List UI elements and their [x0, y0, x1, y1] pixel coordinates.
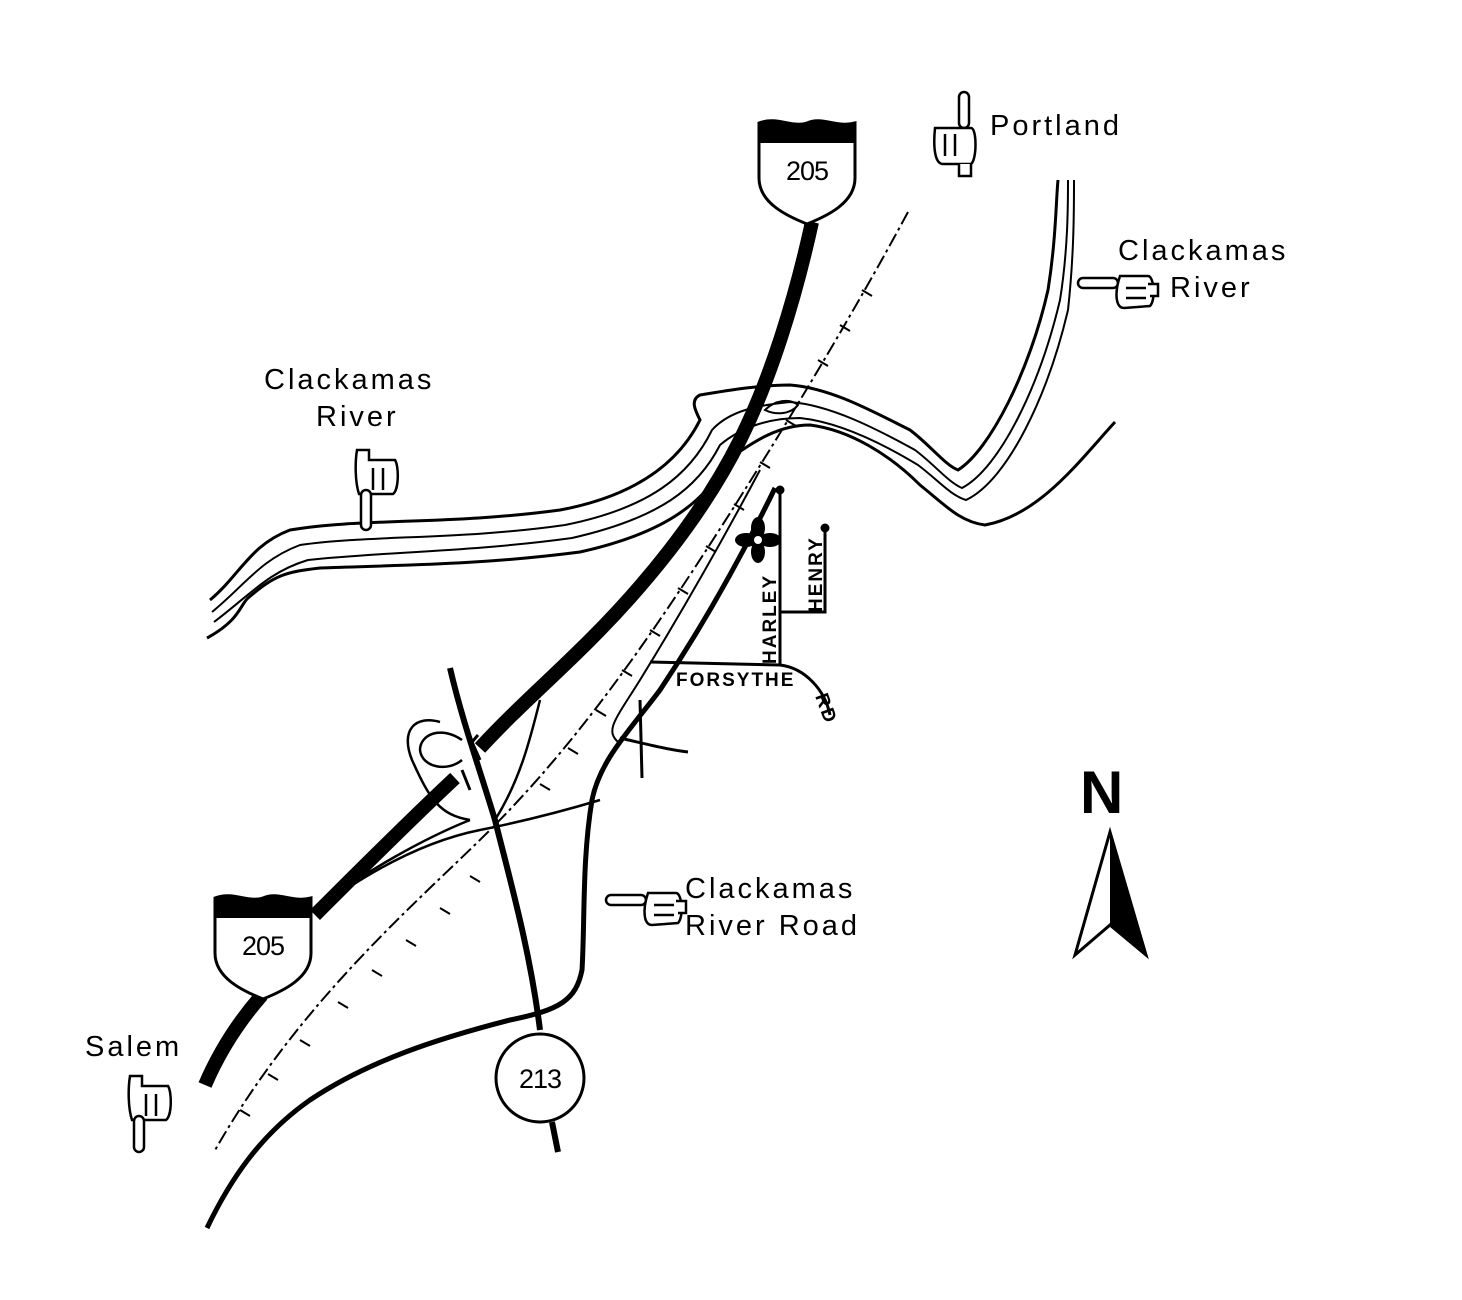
ramp-merge [329, 798, 601, 902]
ramp-east [493, 699, 542, 821]
side-road-1 [638, 699, 644, 779]
clackamas-river-road [204, 486, 778, 1230]
pointing-hand-down-icon [127, 1074, 172, 1154]
location-star-icon [735, 517, 781, 563]
forsythe-label: FORSYTHE [676, 670, 795, 691]
pointing-hand-left-icon [1076, 274, 1160, 310]
interchange-loop [418, 731, 463, 769]
north-label: N [1080, 759, 1124, 826]
i205-south-number: 205 [242, 931, 284, 961]
river-island [763, 399, 800, 415]
north-arrow-icon [1072, 826, 1149, 960]
railroad-line [213, 211, 909, 1153]
highway-213-south [549, 1121, 561, 1153]
rd-label: RD [810, 691, 840, 728]
interchange [317, 699, 601, 907]
street-end-dot-1 [775, 485, 785, 495]
i205-far-south [198, 990, 268, 1088]
interstate-205 [198, 220, 819, 1088]
i205-north-segment [474, 220, 819, 753]
river-bank-south [206, 420, 1117, 640]
salem-label: Salem [85, 1031, 183, 1063]
side-road-2 [619, 736, 689, 754]
harley-label: HARLEY [760, 574, 781, 664]
pointing-hand-up-icon [933, 90, 977, 178]
forsythe-road [649, 660, 832, 716]
clackamas-river-road-label-line1: Clackamas [685, 873, 856, 905]
henry-label: HENRY [806, 536, 827, 612]
clackamas-river-w-label-line2: River [316, 401, 399, 433]
henry-street [780, 528, 827, 614]
portland-label: Portland [990, 110, 1123, 142]
ramp-south [317, 818, 471, 907]
river-inner-south [213, 179, 1075, 623]
or213-shield: 213 [494, 1032, 586, 1124]
clackamas-river [206, 179, 1117, 640]
ramp-west [406, 719, 471, 822]
i205-north-number: 205 [786, 156, 828, 186]
or213-number: 213 [519, 1064, 561, 1094]
overpass-mark-2 [460, 769, 472, 791]
street-end-dot-2 [820, 523, 830, 533]
highway-213 [447, 667, 543, 1031]
i205-south-shield: 205 [213, 894, 313, 1001]
clackamas-river-road-inner [611, 469, 761, 743]
local-streets [619, 485, 832, 779]
clackamas-river-ne-label-line2: River [1170, 272, 1253, 304]
pointing-hand-left-icon [604, 891, 688, 927]
pointing-hand-down-icon [354, 448, 399, 532]
clackamas-river-ne-label-line1: Clackamas [1118, 235, 1289, 267]
clackamas-river-w-label-line1: Clackamas [264, 364, 435, 396]
i205-north-shield: 205 [757, 119, 857, 226]
clackamas-river-road-label-line2: River Road [685, 910, 861, 942]
railroad-tracks [213, 211, 909, 1153]
railroad-ticks [239, 289, 873, 1117]
river-bank-north [209, 179, 1060, 602]
